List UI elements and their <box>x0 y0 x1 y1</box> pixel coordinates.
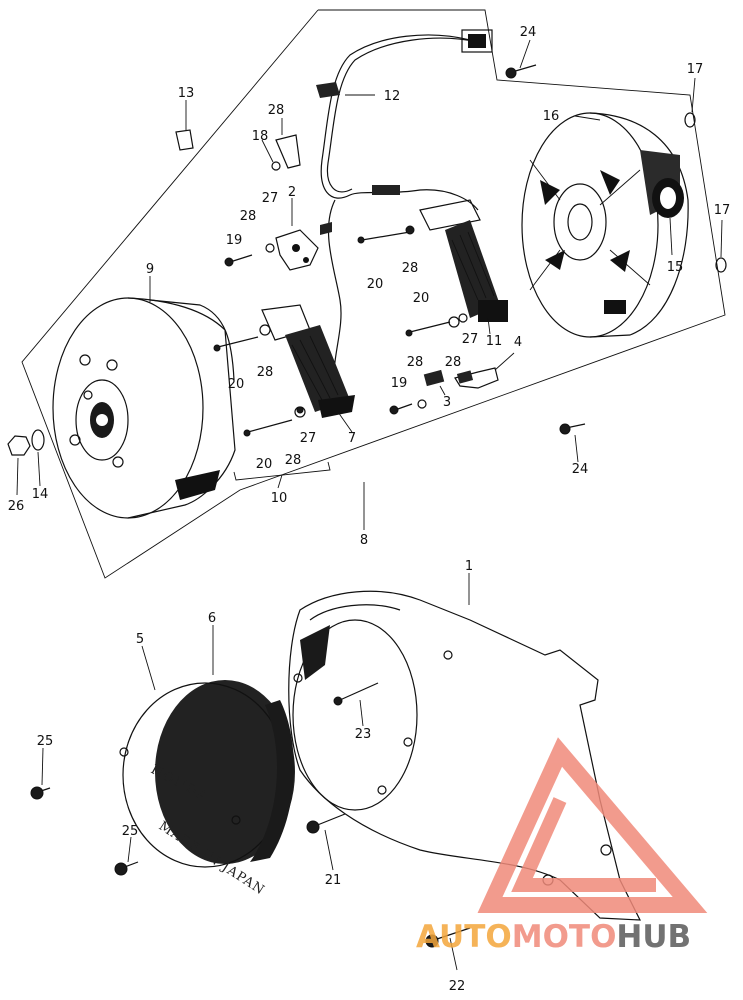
nut-26 <box>7 435 31 456</box>
callout-label: 27 <box>300 431 317 446</box>
callout-label: 21 <box>325 873 342 888</box>
callout-label: 12 <box>384 89 401 104</box>
callout-label: 20 <box>256 457 273 472</box>
callout-label: 28 <box>240 209 257 224</box>
flywheel-rotor <box>52 297 236 519</box>
callout-label: 20 <box>228 377 245 392</box>
callout-label: 3 <box>443 395 451 410</box>
callout-label: 27 <box>262 191 279 206</box>
bracket-18 <box>275 134 301 169</box>
callout-label: 25 <box>37 734 54 749</box>
contact-breaker-2 <box>275 222 332 271</box>
callout-label: 17 <box>714 203 731 218</box>
group-10-bracket <box>233 461 331 481</box>
svg-text:AUTOMOTOHUB: AUTOMOTOHUB <box>416 919 691 955</box>
callout-labels: 1 2 3 4 5 6 7 8 9 10 11 12 13 14 15 16 1… <box>8 25 731 994</box>
callout-label: 24 <box>572 462 589 477</box>
callout-label: 10 <box>271 491 288 506</box>
callout-label: 28 <box>268 103 285 118</box>
exciter-coil-11 <box>419 199 508 322</box>
clamp-4 <box>454 367 499 389</box>
callout-label: 20 <box>413 291 430 306</box>
callout-label: 28 <box>445 355 462 370</box>
callout-label: 15 <box>667 260 684 275</box>
leader-lines <box>16 39 723 971</box>
callout-label: 4 <box>514 335 522 350</box>
side-cover-5: HONDA MADE IN JAPAN <box>119 680 295 899</box>
callout-label: 18 <box>252 129 269 144</box>
grommet-13 <box>175 129 194 151</box>
callout-label: 8 <box>360 533 368 548</box>
callout-label: 26 <box>8 499 25 514</box>
callout-label: 5 <box>136 632 144 647</box>
watermark-triangle <box>477 737 708 913</box>
o-ring-17-side <box>715 257 727 273</box>
callout-label: 27 <box>462 332 479 347</box>
callout-label: 28 <box>257 365 274 380</box>
screws <box>30 64 586 948</box>
stator-plate <box>521 112 689 338</box>
callout-label: 1 <box>465 559 473 574</box>
watermark-text-hub: HUB <box>616 919 691 955</box>
callout-label: 28 <box>407 355 424 370</box>
watermark-text-auto: AUTO <box>416 919 512 955</box>
callout-label: 24 <box>520 25 537 40</box>
callout-label: 14 <box>32 487 49 502</box>
callout-label: 2 <box>288 185 296 200</box>
wire-harness <box>316 29 493 391</box>
callout-label: 11 <box>486 334 503 349</box>
callout-label: 20 <box>367 277 384 292</box>
washer-14 <box>31 429 45 451</box>
callout-label: 17 <box>687 62 704 77</box>
callout-label: 6 <box>208 611 216 626</box>
callout-label: 13 <box>178 86 195 101</box>
watermark-logo: AUTOMOTOHUB <box>416 737 708 955</box>
callout-label: 7 <box>348 431 356 446</box>
generator-cover-1 <box>288 590 641 921</box>
callout-label: 25 <box>122 824 139 839</box>
callout-label: 28 <box>402 261 419 276</box>
charge-coil-7 <box>261 304 355 418</box>
o-ring-17-top <box>684 112 696 128</box>
assembly-boundary <box>21 9 726 579</box>
oil-seal-15 <box>652 178 684 218</box>
callout-label: 28 <box>285 453 302 468</box>
callout-label: 23 <box>355 727 372 742</box>
callout-label: 19 <box>391 376 408 391</box>
callout-label: 9 <box>146 262 154 277</box>
condenser-3 <box>423 369 445 387</box>
callout-label: 19 <box>226 233 243 248</box>
watermark-text-moto: MOTO <box>512 919 617 955</box>
callout-label: 16 <box>543 109 560 124</box>
callout-label: 22 <box>449 979 466 994</box>
